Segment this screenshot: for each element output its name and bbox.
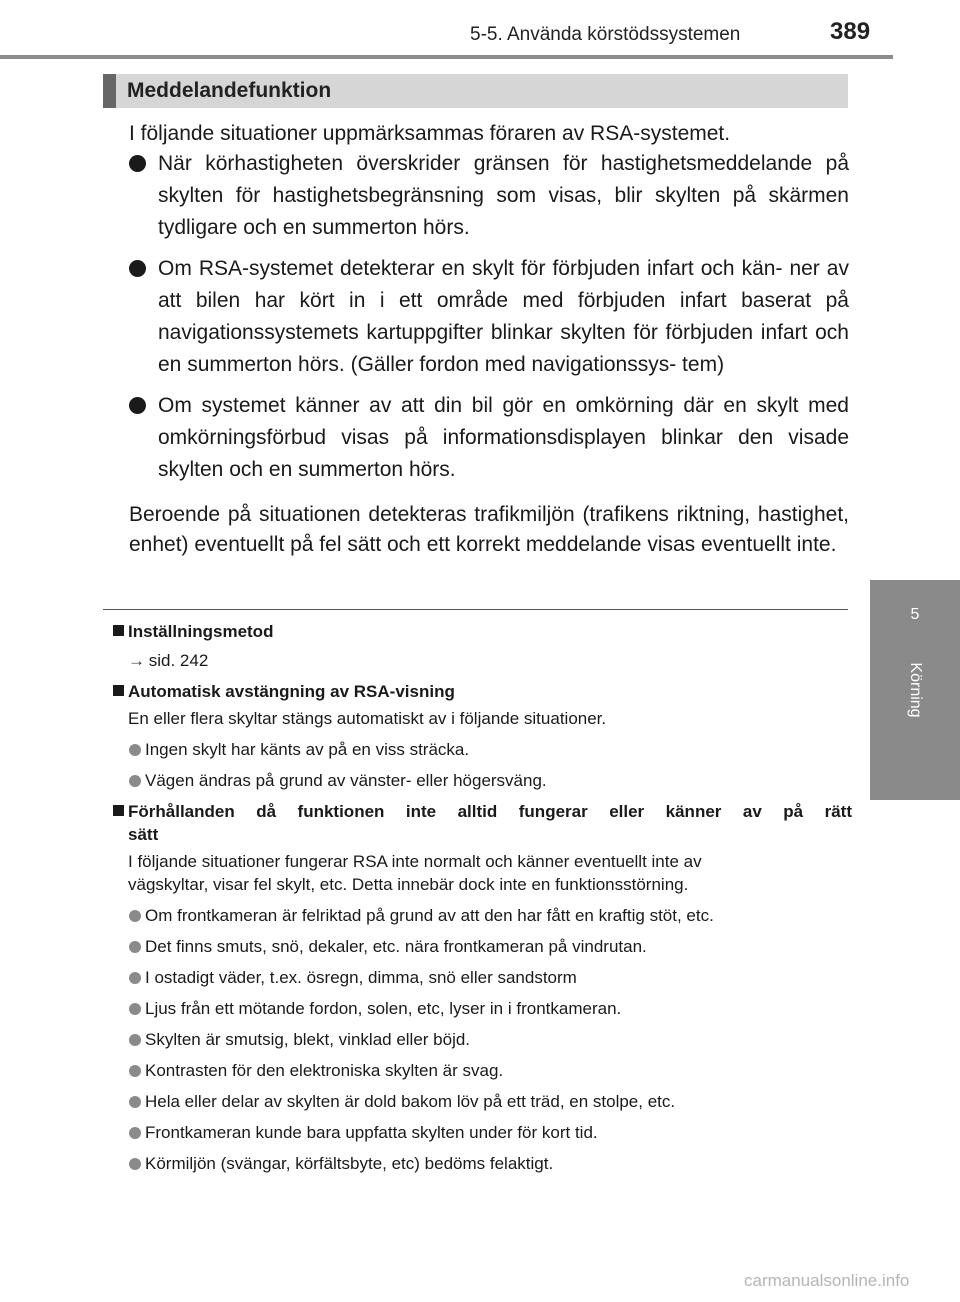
- note-body-line1: I följande situationer fungerar RSA inte…: [128, 852, 702, 871]
- chapter-tab: 5 Körning: [870, 580, 960, 800]
- bullet-dot-icon: [129, 972, 141, 984]
- note-body-line2: vägskyltar, visar fel skylt, etc. Detta …: [128, 875, 689, 894]
- note-heading-text-line1: Förhållanden då funktionen inte alltid f…: [128, 802, 852, 821]
- list-item: Ingen skylt har känts av på en viss strä…: [128, 738, 852, 761]
- list-item-text: Vägen ändras på grund av vänster- eller …: [145, 771, 547, 790]
- section-intro: I följande situationer uppmärksammas för…: [129, 122, 731, 145]
- list-item-text: Frontkameran kunde bara uppfatta skylten…: [145, 1123, 598, 1142]
- list-item-text: Körmiljön (svängar, körfältsbyte, etc) b…: [145, 1154, 554, 1173]
- section-bullet-list: När körhastigheten överskrider gränsen f…: [129, 148, 849, 495]
- bullet-dot-icon: [129, 1158, 141, 1170]
- list-item-text: Skylten är smutsig, blekt, vinklad eller…: [145, 1030, 471, 1049]
- list-item-text: Om systemet känner av att din bil gör en…: [158, 394, 849, 481]
- list-item: Om RSA-systemet detekterar en skylt för …: [129, 253, 849, 381]
- list-item-text: I ostadigt väder, t.ex. ösregn, dimma, s…: [145, 968, 577, 987]
- square-bullet-icon: [113, 625, 124, 636]
- bullet-dot-icon: [129, 1096, 141, 1108]
- list-item: Ljus från ett mötande fordon, solen, etc…: [128, 997, 852, 1020]
- watermark: carmanualsonline.info: [744, 1271, 910, 1290]
- list-item: Frontkameran kunde bara uppfatta skylten…: [128, 1121, 852, 1144]
- header-title: 5-5. Använda körstödssystemen: [470, 24, 741, 45]
- list-item: Skylten är smutsig, blekt, vinklad eller…: [128, 1028, 852, 1051]
- list-item: Körmiljön (svängar, körfältsbyte, etc) b…: [128, 1152, 852, 1175]
- note-heading-text-line2: sätt: [128, 825, 159, 844]
- bullet-dot-icon: [129, 397, 146, 414]
- list-item-text: Hela eller delar av skylten är dold bako…: [145, 1092, 676, 1111]
- bullet-dot-icon: [129, 155, 146, 172]
- bullet-dot-icon: [129, 1065, 141, 1077]
- section-marker: [103, 74, 116, 108]
- note-heading-text: Automatisk avstängning av RSA-visning: [128, 682, 455, 701]
- page-number: 389: [830, 18, 871, 45]
- square-bullet-icon: [113, 685, 124, 696]
- note-heading-conditions: Förhållanden då funktionen inte alltid f…: [112, 800, 852, 846]
- note-body: En eller flera skyltar stängs automatisk…: [128, 709, 607, 728]
- section-title: Meddelandefunktion: [127, 79, 332, 102]
- list-item: Det finns smuts, snö, dekaler, etc. nära…: [128, 935, 852, 958]
- chapter-tab-number: 5: [910, 606, 920, 623]
- notes-section: Inställningsmetod → sid. 242 Automatisk …: [112, 620, 852, 1175]
- bullet-dot-icon: [129, 1003, 141, 1015]
- bullet-dot-icon: [129, 260, 146, 277]
- list-item-text: När körhastigheten överskrider gränsen f…: [158, 152, 849, 239]
- list-item: I ostadigt väder, t.ex. ösregn, dimma, s…: [128, 966, 852, 989]
- note-list-conditions: Om frontkameran är felriktad på grund av…: [112, 904, 852, 1175]
- header-rule: [0, 55, 893, 59]
- section-heading-bar: Meddelandefunktion: [103, 74, 848, 108]
- note-heading-settings: Inställningsmetod: [112, 620, 852, 643]
- list-item: Om frontkameran är felriktad på grund av…: [128, 904, 852, 927]
- list-item: Hela eller delar av skylten är dold bako…: [128, 1090, 852, 1113]
- note-heading-auto-off: Automatisk avstängning av RSA-visning: [112, 680, 852, 703]
- note-body: I följande situationer fungerar RSA inte…: [112, 850, 852, 896]
- chapter-tab-label: Körning: [907, 662, 924, 718]
- list-item-text: Det finns smuts, snö, dekaler, etc. nära…: [145, 937, 647, 956]
- square-bullet-icon: [113, 805, 124, 816]
- bullet-dot-icon: [129, 941, 141, 953]
- list-item: Kontrasten för den elektroniska skylten …: [128, 1059, 852, 1082]
- page-reference-text: sid. 242: [148, 651, 209, 670]
- page-reference[interactable]: → sid. 242: [112, 649, 852, 672]
- bullet-dot-icon: [129, 910, 141, 922]
- bullet-dot-icon: [129, 1127, 141, 1139]
- list-item-text: Kontrasten för den elektroniska skylten …: [145, 1061, 504, 1080]
- list-item: Vägen ändras på grund av vänster- eller …: [128, 769, 852, 792]
- note-heading-text: Inställningsmetod: [128, 622, 274, 641]
- section-divider: [103, 609, 848, 610]
- list-item-text: Ljus från ett mötande fordon, solen, etc…: [145, 999, 622, 1018]
- bullet-dot-icon: [129, 775, 141, 787]
- list-item-text: Ingen skylt har känts av på en viss strä…: [145, 740, 470, 759]
- bullet-dot-icon: [129, 1034, 141, 1046]
- list-item: När körhastigheten överskrider gränsen f…: [129, 148, 849, 244]
- note-list-auto-off: Ingen skylt har känts av på en viss strä…: [112, 738, 852, 792]
- list-item-text: Om RSA-systemet detekterar en skylt för …: [158, 257, 849, 376]
- list-item: Om systemet känner av att din bil gör en…: [129, 390, 849, 486]
- section-closing-text: Beroende på situationen detekteras trafi…: [129, 503, 849, 556]
- bullet-dot-icon: [129, 744, 141, 756]
- list-item-text: Om frontkameran är felriktad på grund av…: [145, 906, 714, 925]
- arrow-right-icon: →: [128, 651, 145, 670]
